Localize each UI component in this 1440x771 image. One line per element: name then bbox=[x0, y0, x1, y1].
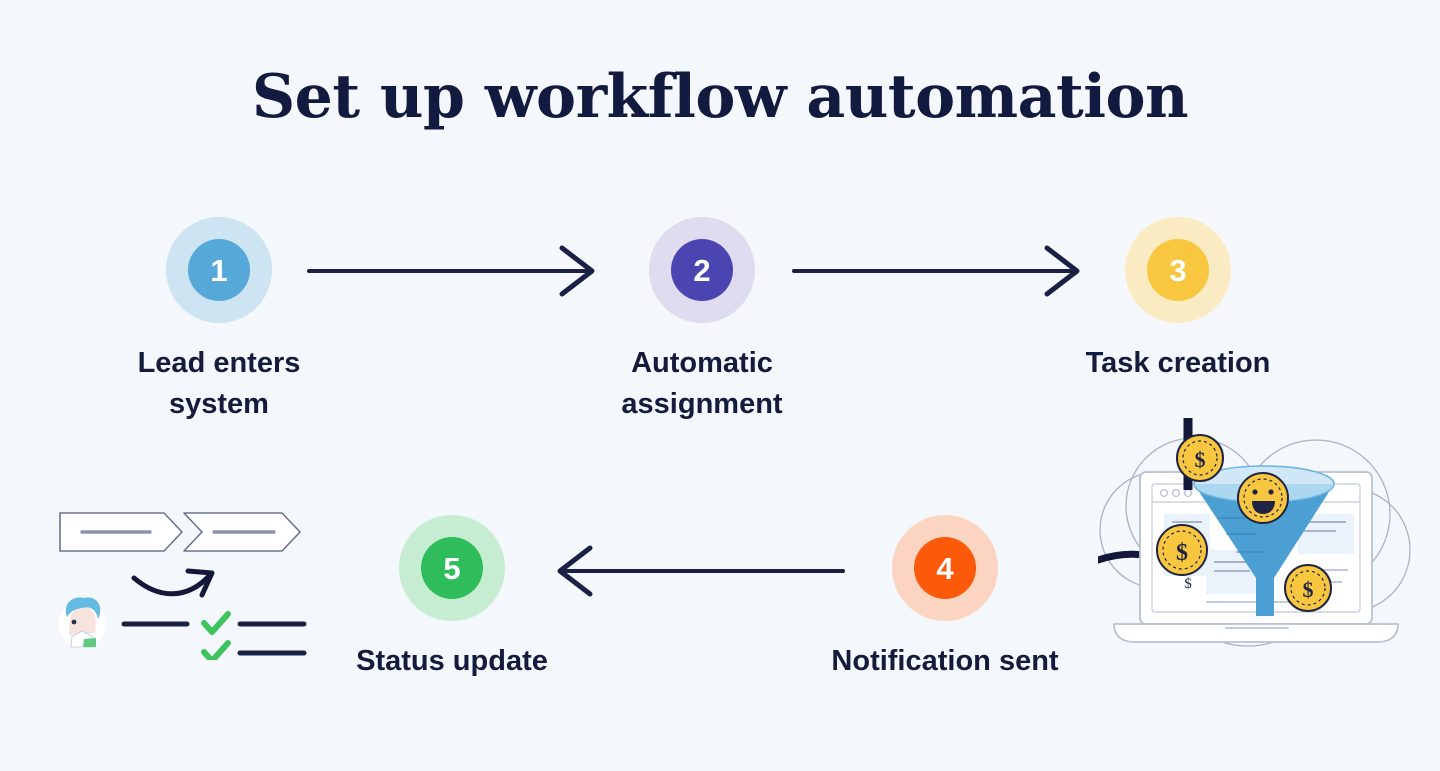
checkmark-icon bbox=[201, 640, 231, 664]
checkmark-icon bbox=[201, 611, 231, 635]
curved-arrow-icon bbox=[131, 568, 215, 598]
step-3-halo: 3 bbox=[1125, 217, 1231, 323]
step-1-label: Lead enters system bbox=[137, 347, 301, 421]
step-4-number: 4 bbox=[936, 550, 954, 586]
step-4-halo: 4 bbox=[892, 515, 998, 621]
flow-step-2[interactable]: 2 Automatic assignment bbox=[587, 217, 817, 425]
dollar-coin-icon: $ bbox=[1176, 434, 1224, 482]
svg-text:$: $ bbox=[1176, 540, 1188, 566]
step-4-label: Notification sent bbox=[831, 645, 1059, 677]
step-2-badge: 2 bbox=[671, 239, 733, 301]
flow-step-4[interactable]: 4 Notification sent bbox=[830, 515, 1060, 682]
workflow-assignment-illustration bbox=[52, 505, 312, 665]
step-4-badge: 4 bbox=[914, 537, 976, 599]
flow-step-1[interactable]: 1 Lead enters system bbox=[104, 217, 334, 425]
page-title: Set up workflow automation bbox=[251, 62, 1189, 132]
smiley-coin-icon bbox=[1237, 472, 1289, 524]
step-5-number: 5 bbox=[443, 550, 461, 586]
step-3-number: 3 bbox=[1169, 252, 1187, 288]
step-1-badge: 1 bbox=[188, 239, 250, 301]
step-2-halo: 2 bbox=[649, 217, 755, 323]
chevron-box-icon bbox=[183, 512, 301, 552]
step-2-label: Automatic assignment bbox=[621, 347, 783, 421]
svg-text:$: $ bbox=[1195, 447, 1206, 472]
person-avatar-icon bbox=[58, 597, 106, 648]
flow-step-3[interactable]: 3 Task creation bbox=[1063, 217, 1293, 384]
step-2-number: 2 bbox=[693, 252, 711, 288]
svg-text:$: $ bbox=[1303, 577, 1314, 602]
step-1-halo: 1 bbox=[166, 217, 272, 323]
arrow-step1-to-step2-icon bbox=[307, 245, 597, 297]
chevron-box-icon bbox=[59, 512, 183, 552]
dollar-coin-icon: $ $ bbox=[1156, 524, 1208, 592]
step-3-label: Task creation bbox=[1085, 347, 1271, 379]
arrow-step4-to-step5-icon bbox=[540, 545, 845, 597]
flow-step-5[interactable]: 5 Status update bbox=[337, 515, 567, 682]
dollar-coin-icon: $ bbox=[1284, 564, 1332, 612]
step-5-halo: 5 bbox=[399, 515, 505, 621]
sales-funnel-laptop-illustration: $ $ $ $ bbox=[1094, 410, 1418, 655]
step-1-number: 1 bbox=[210, 252, 228, 288]
svg-text:$: $ bbox=[1184, 576, 1192, 592]
arrow-step2-to-step3-icon bbox=[792, 245, 1082, 297]
step-3-badge: 3 bbox=[1147, 239, 1209, 301]
step-5-label: Status update bbox=[356, 645, 548, 677]
step-5-badge: 5 bbox=[421, 537, 483, 599]
